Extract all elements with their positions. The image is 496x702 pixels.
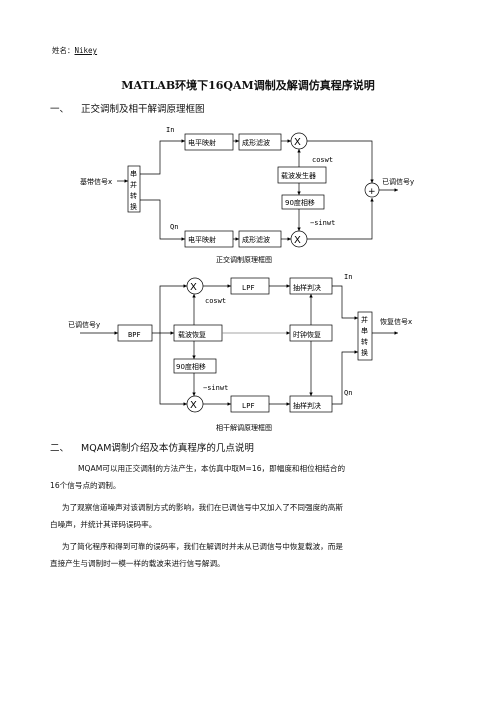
demod-carrier-label: 载波恢复 [178,330,206,339]
demodulation-labels: 已调信号y BPF 载波恢复 90度相移 X X coswt −sinwt LP… [68,273,412,432]
demod-ps-box [357,311,373,361]
section-2-heading: 二、 MQAM调制介绍及本仿真程序的几点说明 [50,440,254,454]
mod-sp-0: 串 [130,170,137,178]
demod-mult-top-sym: X [190,282,197,293]
demod-phase-box [173,358,217,374]
mod-shaping-top-label: 成形滤波 [242,138,270,147]
demod-output-label: 恢复信号x [380,317,412,326]
mod-caption: 正交调制原理框图 [216,255,272,264]
demodulation-diagram [80,277,398,413]
paragraph-2-line-2: 白噪声，并统计其译码误码率。 [50,520,157,529]
paragraph-1-line-2: 16个信号点的调制。 [50,481,121,490]
demod-msin-label: −sinwt [203,384,228,392]
demod-input-label: 已调信号y [68,320,100,329]
paragraph-3-line-2: 直接产生与调制时一模一样的载波来进行信号解调。 [50,559,225,568]
mod-phase-box [281,194,325,210]
paragraph-2-line-1: 为了观察信道噪声对该调制方式的影响，我们在已调信号中又加入了不同强度的高斯 [62,503,343,512]
section-2-number: 二、 [50,443,70,454]
section-1-title: 正交调制及相干解调原理框图 [81,104,205,115]
demod-qn-label: Qn [344,389,352,397]
demod-lpf-bottom-label: LPF [242,402,255,410]
mod-mult-bottom-sym: X [294,235,301,246]
mod-level-map-top [184,133,234,151]
mod-mult-top-sym: X [294,137,301,148]
mod-sp-box [127,165,141,213]
section-1-heading: 一、正交调制及相干解调原理框图 [50,101,205,115]
demod-mult-bottom-sym: X [190,400,197,411]
mod-adder-sym: + [368,187,376,197]
demod-sample-bottom-label: 抽样判决 [293,401,321,410]
demod-cos-label: coswt [205,297,226,305]
mod-qn-label: Qn [170,223,178,231]
demod-ps-0: 并 [361,315,368,324]
demod-sample-top-label: 抽样判决 [293,283,321,292]
author-name: Nikey [74,46,98,55]
demod-clock-label: 时钟恢复 [293,330,321,339]
modulation-labels: 基带信号x 串 并 转 换 In Qn 电平映射 电平映射 成形滤波 成形滤波 … [80,126,414,264]
paragraph-3-line-1: 为了简化程序和得到可靠的误码率，我们在解调时并未从已调信号中恢复载波，而是 [62,542,343,551]
mod-msin-label: −sinwt [310,219,335,227]
mod-input-label: 基带信号x [80,177,112,186]
demod-phase-label: 90度相移 [176,362,206,371]
mod-phase-label: 90度相移 [285,198,315,207]
mod-in-label: In [166,126,174,134]
demod-ps-1: 串 [361,327,368,335]
mod-output-label: 已调信号y [382,177,414,186]
section-1-number: 一、 [50,104,70,115]
mod-cos-label: coswt [312,156,333,164]
mod-carrier-box [277,166,327,184]
mod-shaping-bottom-label: 成形滤波 [242,235,270,244]
mod-sp-1: 并 [130,180,137,189]
mod-carrier-label: 载波发生器 [281,171,316,180]
section-2-title: MQAM调制介绍及本仿真程序的几点说明 [81,443,254,454]
mod-shaping-top [238,133,282,151]
paragraph-1-line-1: MQAM可以用正交调制的方法产生，本仿真中取M=16，即幅度和相位相结合的 [78,464,346,473]
document-title: MATLAB环境下16QAM调制及解调仿真程序说明 [121,79,375,92]
demod-lpf-top-label: LPF [242,284,255,292]
demod-bpf-label: BPF [128,331,141,339]
demod-caption: 相干解调原理框图 [216,423,272,432]
mod-sp-3: 换 [130,202,137,211]
author-label: 姓名： [52,46,75,55]
demod-ps-3: 换 [361,348,368,357]
demod-ps-2: 转 [361,337,368,346]
demod-in-label: In [344,273,352,281]
mod-sp-2: 转 [130,191,137,200]
modulation-diagram [117,132,398,248]
author-line: 姓名：Nikey [52,45,97,56]
mod-level-map-top-label: 电平映射 [188,138,216,147]
mod-level-map-bottom-label: 电平映射 [188,235,216,244]
